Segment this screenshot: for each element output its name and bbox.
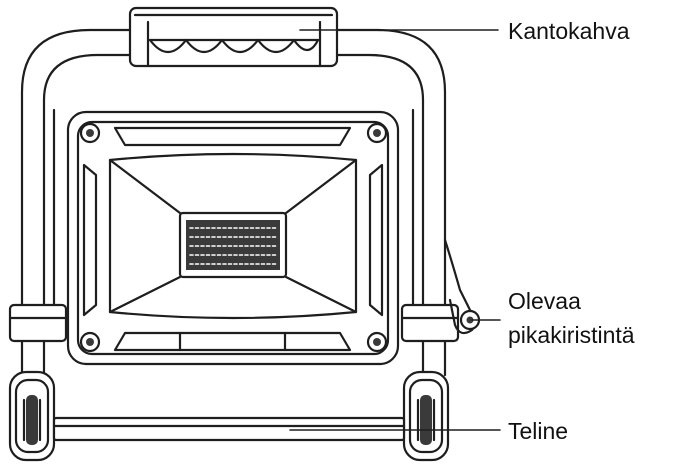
label-handle: Kantokahva (508, 18, 630, 44)
label-clamp-line1: Olevaa (508, 288, 581, 314)
corner-screws (79, 122, 388, 353)
reflector (108, 152, 358, 320)
hinge-blocks (8, 303, 460, 343)
leader-lines (289, 29, 501, 431)
stand-base-bar (52, 416, 406, 442)
stand-frame (20, 28, 447, 377)
lamp-housing (66, 110, 400, 366)
wheel-left (8, 370, 56, 462)
label-stand: Teline (508, 418, 568, 444)
led-panel (178, 211, 288, 279)
label-clamp-line2: pikakiristintä (508, 322, 635, 348)
carry-handle (128, 6, 339, 68)
wheel-right (402, 370, 450, 462)
